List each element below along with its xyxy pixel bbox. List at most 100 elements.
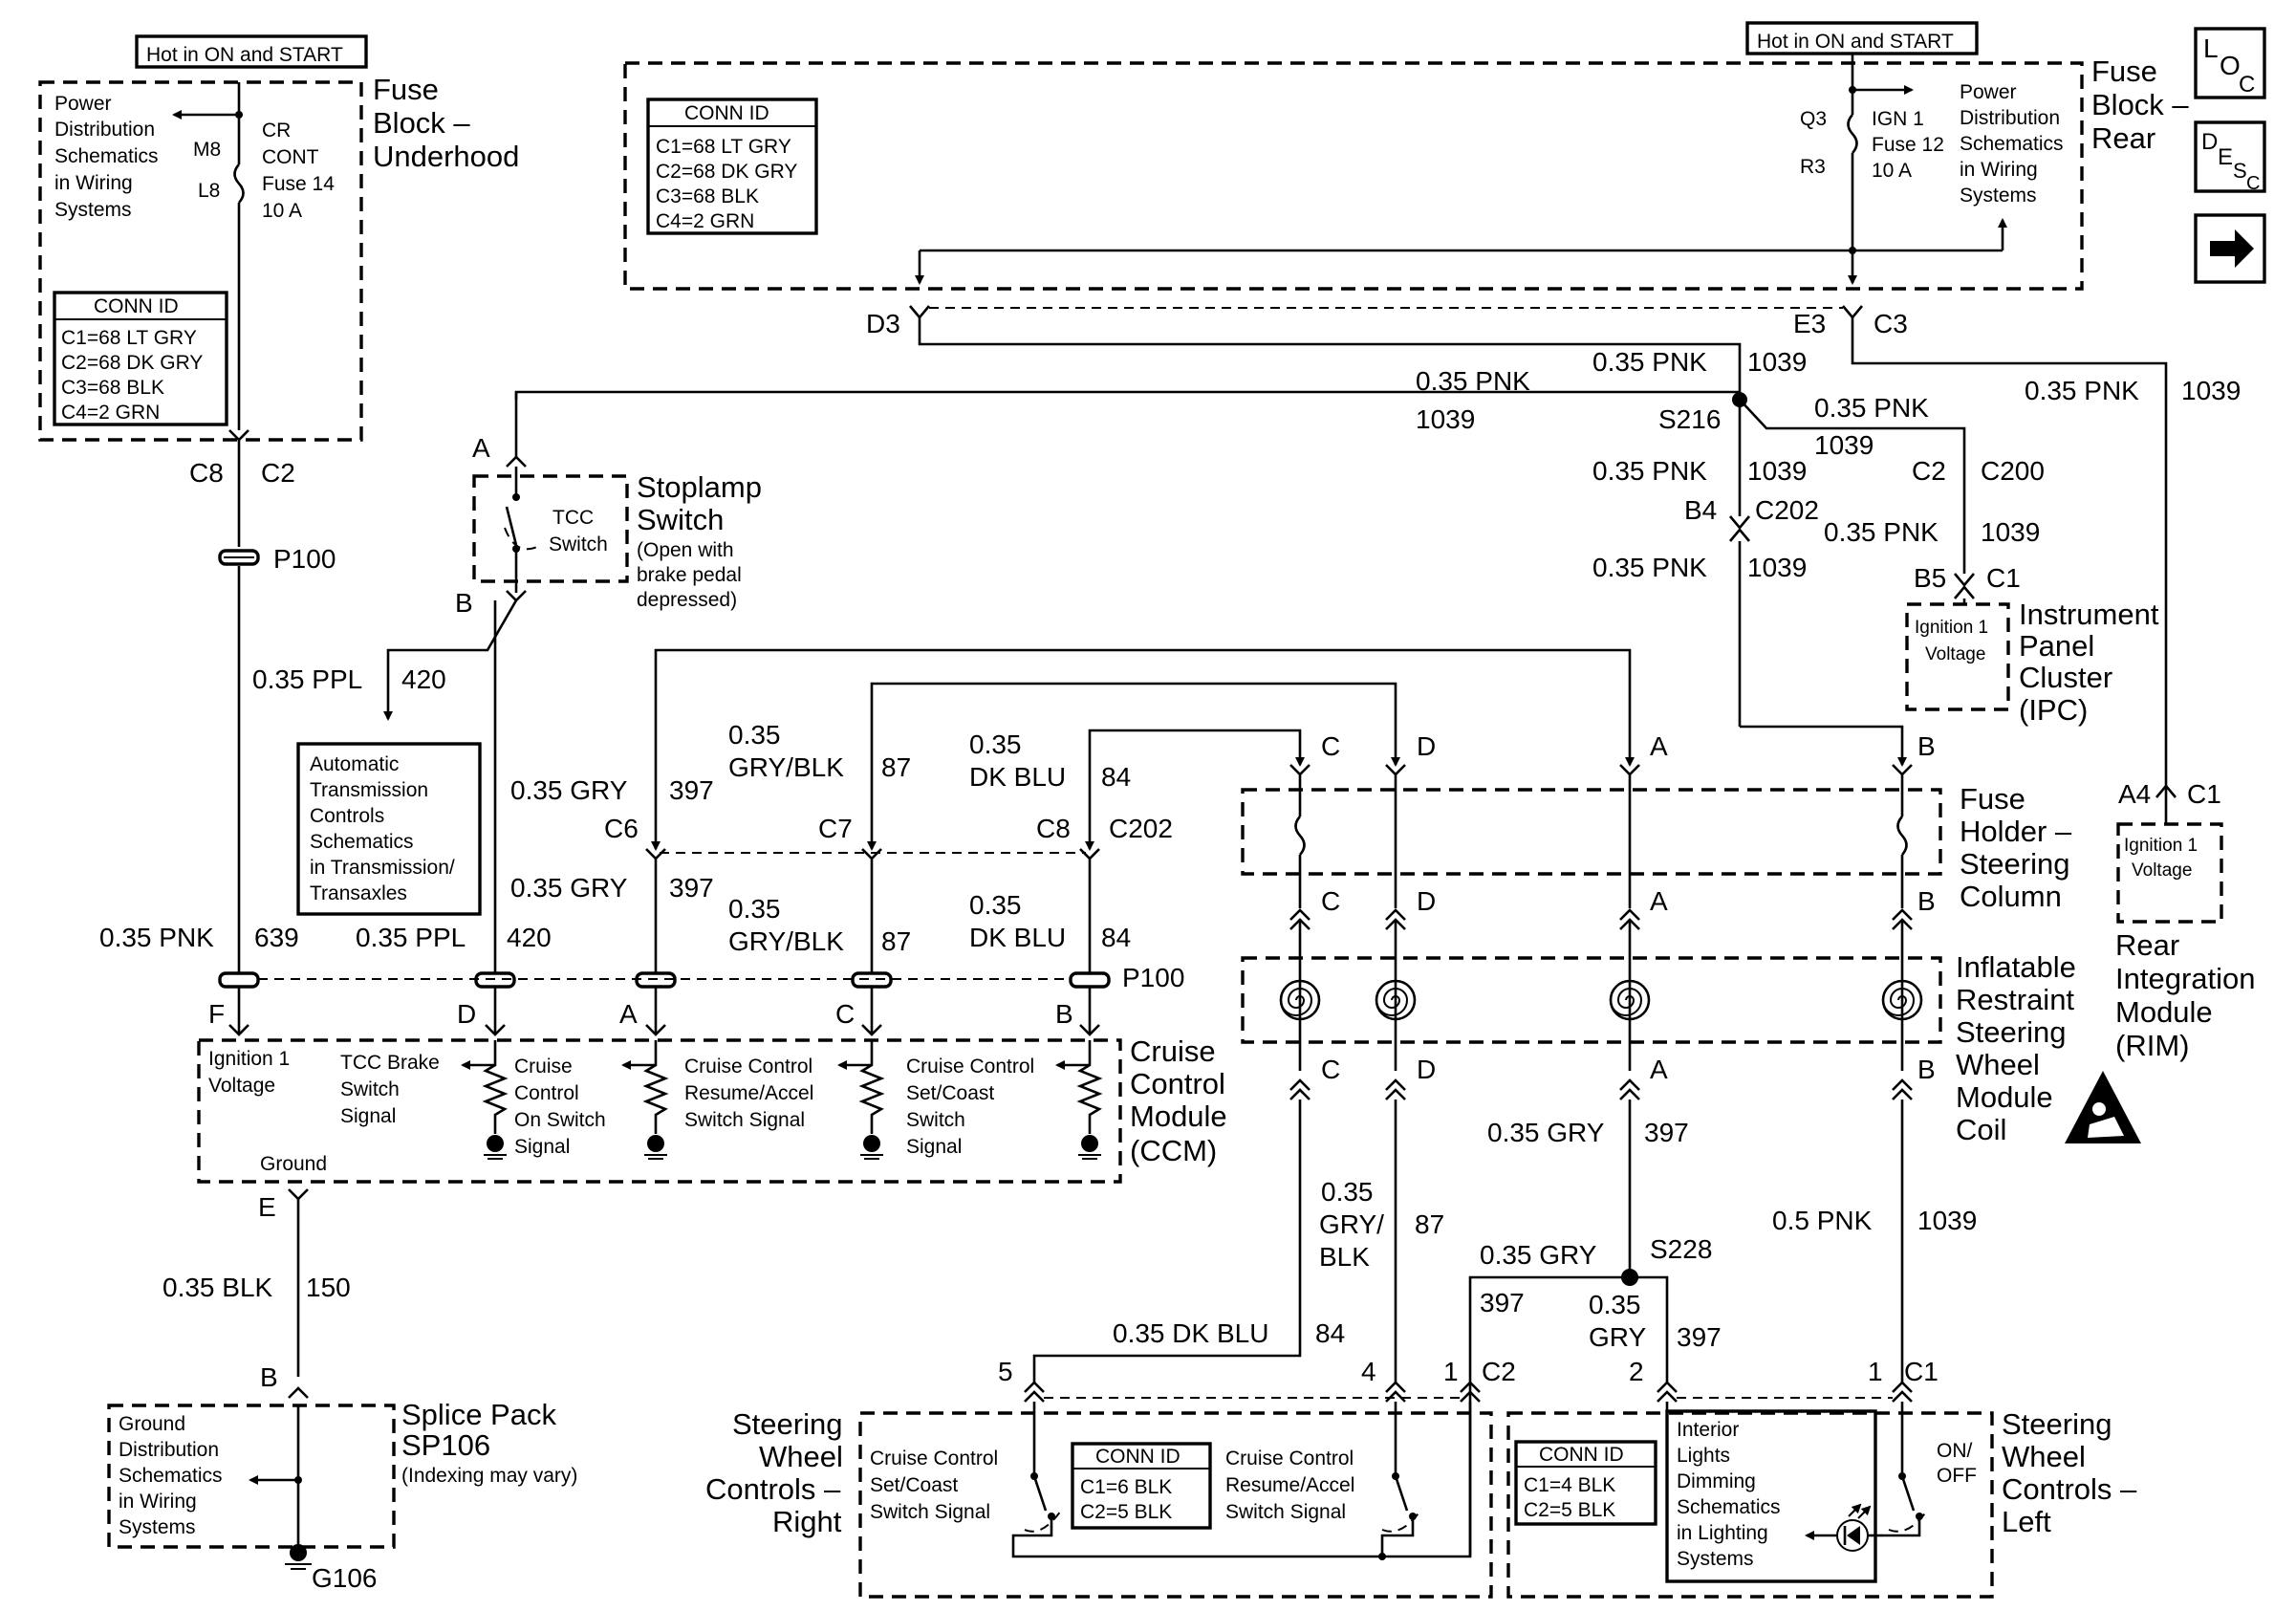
- svg-text:E3: E3: [1793, 309, 1826, 338]
- tcc-switch-contact: [505, 506, 518, 546]
- svg-text:B4: B4: [1684, 495, 1717, 525]
- svg-text:S216: S216: [1658, 404, 1721, 434]
- svg-text:G106: G106: [312, 1563, 378, 1593]
- swc-right-title: Steering Wheel Controls – Right: [705, 1407, 852, 1538]
- steering-wheel-controls-right: 5 4 1 C2 2 1 C1 Steering Wheel Controls …: [705, 1357, 1939, 1599]
- svg-text:1039: 1039: [1981, 517, 2040, 547]
- svg-text:B: B: [1917, 731, 1936, 761]
- svg-text:P100: P100: [273, 544, 336, 574]
- stoplamp-note: (Open with brake pedal depressed): [637, 539, 747, 611]
- fuse-block-underhood: Hot in ON and START Fuse Block – Underho…: [38, 34, 519, 488]
- svg-text:C: C: [835, 999, 855, 1029]
- p100-lower-connector: P100 F D A C B: [208, 963, 1184, 1036]
- svg-text:Ignition 1 Voltage: Ignition 1 Voltage: [208, 1048, 295, 1097]
- steering-wheel-controls-left: Steering Wheel Controls – Left CONN ID C…: [1506, 1402, 2137, 1599]
- rim-title: Rear Integration Module (RIM): [2115, 928, 2264, 1062]
- svg-text:CONN ID: CONN ID: [684, 102, 769, 124]
- svg-text:Ground Distribution: Ground Distribution Schematics in Wiring…: [119, 1413, 227, 1538]
- svg-text:A4: A4: [2118, 779, 2151, 809]
- svg-text:84: 84: [1101, 923, 1131, 952]
- svg-text:O: O: [2220, 51, 2241, 80]
- inflatable-restraint-coil: Inflatable Restraint Steering Wheel Modu…: [1241, 920, 2141, 1146]
- loc-icon[interactable]: L O C: [2194, 27, 2266, 99]
- svg-text:B: B: [260, 1362, 278, 1392]
- svg-text:A: A: [472, 433, 490, 463]
- svg-text:5: 5: [998, 1357, 1013, 1386]
- svg-text:C3: C3: [1874, 309, 1908, 338]
- hot-label-right: Hot in ON and START: [1757, 31, 1954, 53]
- svg-text:C1: C1: [1986, 563, 2021, 593]
- svg-text:84: 84: [1315, 1318, 1345, 1348]
- svg-text:A: A: [619, 999, 638, 1029]
- atc-box: [296, 742, 482, 916]
- svg-text:Automatic Transmission: Automatic Transmission Controls Schemati…: [310, 753, 461, 904]
- svg-text:0.35 PNK: 0.35 PNK: [1592, 347, 1707, 377]
- interior-lights-box: [1665, 1409, 1877, 1583]
- svg-text:0.35 PPL: 0.35 PPL: [252, 664, 362, 694]
- svg-text:C8: C8: [1036, 814, 1071, 843]
- svg-text:0.35 GRY: 0.35 GRY: [1480, 1240, 1597, 1270]
- svg-text:C200: C200: [1981, 456, 2045, 486]
- pnk-639-wire: P100 0.35 PNK 639 0.35 PPL 420: [99, 440, 552, 973]
- svg-text:D: D: [1417, 1055, 1436, 1084]
- svg-text:84: 84: [1101, 762, 1131, 792]
- svg-text:1039: 1039: [1814, 430, 1874, 460]
- svg-text:M8: M8: [193, 139, 221, 161]
- pnk-1039-network: 0.35 PNK 1039 0.35 PNK 1039 S216 0.35 PN…: [514, 317, 2241, 786]
- svg-text:C1: C1: [1904, 1357, 1939, 1386]
- fbu-conn-ids: C1=68 LT GRY C2=68 DK GRY C3=68 BLK C4=2…: [61, 327, 208, 424]
- stoplamp-switch: A TCC Switch Stoplamp Switch (Open with …: [455, 433, 762, 618]
- svg-text:0.35 PNK: 0.35 PNK: [2025, 376, 2139, 405]
- svg-text:C: C: [1321, 1055, 1340, 1084]
- svg-text:420: 420: [507, 923, 552, 952]
- svg-text:P100: P100: [1122, 963, 1184, 992]
- swc-right-conn-id-box: [1071, 1442, 1212, 1530]
- next-arrow-icon[interactable]: [2194, 213, 2266, 284]
- svg-text:B: B: [1917, 1055, 1936, 1084]
- svg-text:2: 2: [1629, 1357, 1644, 1386]
- svg-text:C2: C2: [1912, 456, 1946, 486]
- svg-text:1: 1: [1443, 1357, 1459, 1386]
- svg-text:639: 639: [254, 923, 299, 952]
- svg-text:87: 87: [1415, 1209, 1444, 1239]
- svg-text:1039: 1039: [1747, 347, 1807, 377]
- svg-text:CONN ID: CONN ID: [1539, 1444, 1624, 1466]
- svg-text:4: 4: [1361, 1357, 1376, 1386]
- svg-text:D: D: [457, 999, 476, 1029]
- hot-label-left: Hot in ON and START: [146, 44, 343, 66]
- svg-text:0.35 BLK: 0.35 BLK: [162, 1273, 273, 1302]
- svg-text:Ignition 1 Voltage: Ignition 1 Voltage: [1915, 618, 1993, 664]
- svg-text:0.35 PNK: 0.35 PNK: [1824, 517, 1939, 547]
- svg-text:B: B: [455, 588, 473, 618]
- svg-text:C202: C202: [1755, 495, 1819, 525]
- ground-splice-pack: E 0.35 BLK 150 B Splice Pack SP106 (Inde…: [107, 1188, 577, 1593]
- svg-text:CONN ID: CONN ID: [94, 295, 179, 317]
- svg-text:F: F: [208, 999, 225, 1029]
- svg-text:420: 420: [401, 664, 446, 694]
- svg-text:C: C: [2239, 72, 2255, 98]
- clockspring-coil-icon: [1279, 979, 1923, 1021]
- rear-integration-module: A4 C1 Ignition 1 Voltage Rear Integratio…: [2115, 779, 2264, 1062]
- fuse-holder-title: Fuse Holder – Steering Column: [1960, 782, 2080, 913]
- fbr-fuse-symbol: [1847, 114, 1858, 154]
- svg-text:0.35 GRY: 0.35 GRY: [510, 775, 628, 805]
- instrument-panel-cluster: Ignition 1 Voltage Instrument Panel Clus…: [1905, 598, 2159, 727]
- desc-icon[interactable]: D E S C: [2194, 120, 2266, 194]
- svg-text:Cruise Control On: Cruise Control On Switch Signal: [514, 1056, 612, 1158]
- svg-text:Interior Lights Di: Interior Lights Dimming Schematics in Li…: [1677, 1419, 1786, 1570]
- svg-text:L: L: [2203, 33, 2219, 63]
- svg-text:0.35 DK BLU: 0.35 DK BLU: [1113, 1318, 1268, 1348]
- fuse-holder-steering-column: C D A B Fuse Holder – Steering Column C …: [1241, 731, 2080, 930]
- hot-label-left-box: [135, 34, 368, 69]
- led-icon: [1836, 1503, 1872, 1552]
- svg-text:C1: C1: [2187, 779, 2221, 809]
- fuse-block-rear: Hot in ON and START Fuse Block – Rear CO…: [623, 21, 2189, 338]
- svg-text:C: C: [1321, 731, 1340, 761]
- svg-text:S: S: [2233, 159, 2247, 183]
- svg-text:1039: 1039: [1747, 553, 1807, 582]
